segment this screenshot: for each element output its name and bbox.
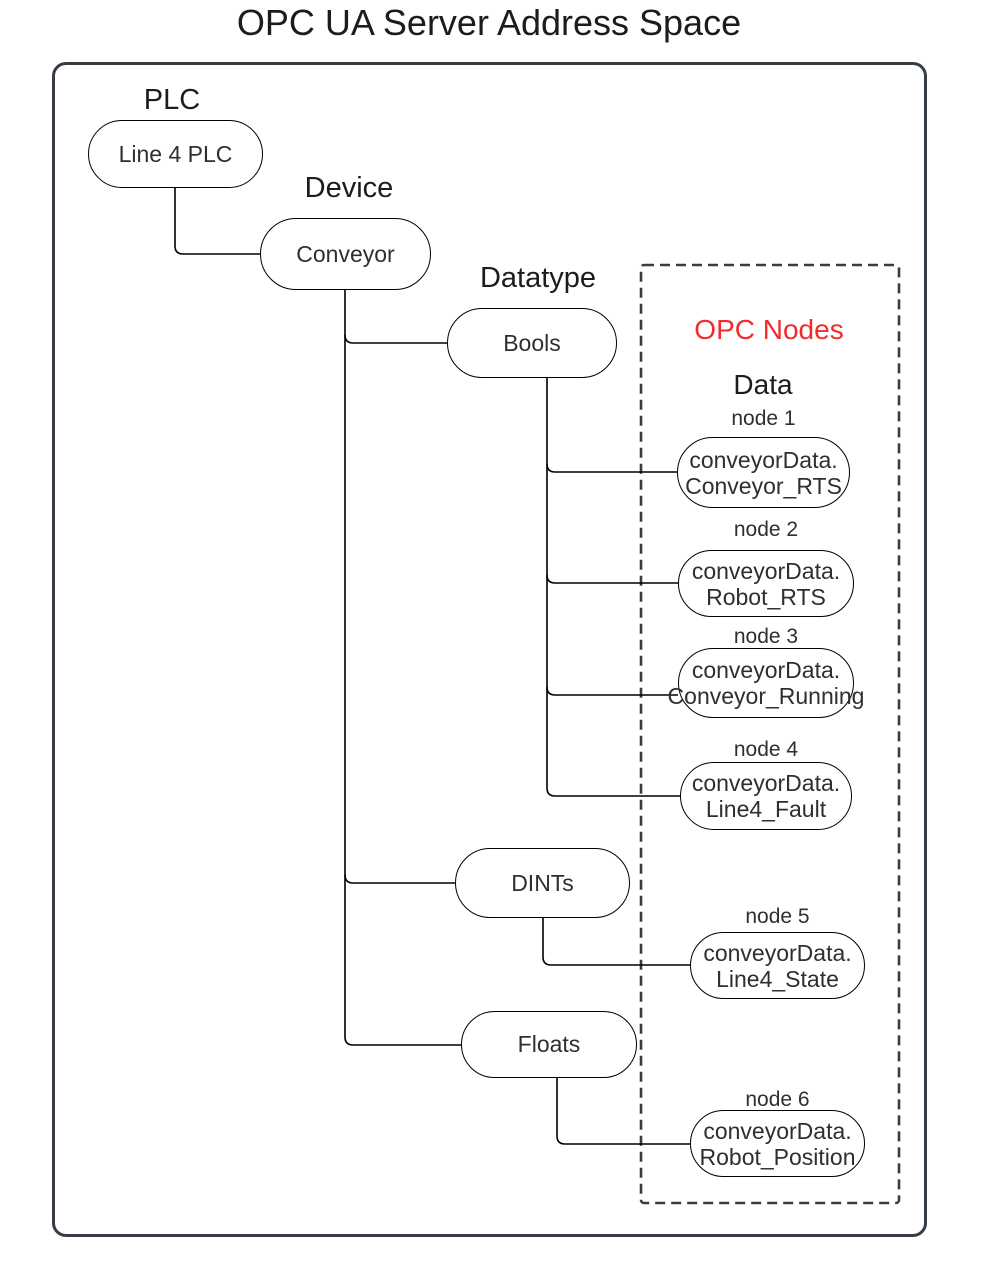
datatype-node-floats: Floats — [461, 1011, 637, 1078]
node-6-label: node 6 — [745, 1088, 810, 1111]
datatype-node-bools: Bools — [447, 308, 617, 378]
plc-node: Line 4 PLC — [88, 120, 263, 188]
node-1-name-line2: Conveyor_RTS — [685, 472, 842, 499]
node-2-name-line2: Robot_RTS — [706, 583, 826, 610]
diagram-title: OPC UA Server Address Space — [236, 2, 742, 43]
node-1-label: node 1 — [731, 407, 796, 430]
datatype-group-label: Datatype — [479, 262, 597, 294]
data-group-label: Data — [733, 369, 793, 400]
connector-branch-node2 — [546, 574, 678, 584]
address-space-frame — [52, 62, 927, 1237]
node-4-pill: conveyorData. Line4_Fault — [680, 762, 852, 830]
node-4-name-line2: Line4_Fault — [705, 796, 827, 822]
connector-floats-node6 — [556, 1078, 690, 1145]
connector-conveyor-trunk-floats — [344, 290, 463, 1046]
node-3-name-line2: Conveyor_Running — [667, 683, 865, 709]
datatype-node-dints: DINTs — [455, 848, 630, 918]
device-node: Conveyor — [260, 218, 431, 290]
connector-branch-dints — [344, 874, 455, 884]
connector-branch-bools — [344, 334, 447, 344]
connector-plc-conveyor — [174, 188, 260, 255]
node-1-pill: conveyorData. Conveyor_RTS — [677, 437, 850, 508]
node-1-name-line1: conveyorData. — [689, 446, 838, 473]
node-6-name-line2: Robot_Position — [699, 1143, 856, 1170]
device-group-label: Device — [304, 172, 394, 204]
node-5-name-line2: Line4_State — [716, 965, 839, 992]
node-3-pill: conveyorData. Conveyor_Running — [668, 648, 864, 718]
node-5-label: node 5 — [745, 905, 810, 928]
node-2-label: node 2 — [733, 518, 799, 541]
node-4-name-line1: conveyorData. — [691, 770, 841, 796]
opc-nodes-boundary — [639, 263, 901, 1205]
node-5-name-line1: conveyorData. — [703, 939, 852, 966]
node-5-pill: conveyorData. Line4_State — [690, 932, 865, 999]
connector-branch-node1 — [546, 463, 677, 473]
node-6-pill: conveyorData. Robot_Position — [690, 1110, 865, 1177]
opc-nodes-title: OPC Nodes — [694, 314, 844, 345]
plc-group-label: PLC — [143, 84, 201, 116]
node-3-label: node 3 — [733, 625, 799, 648]
connector-branch-node3 — [546, 686, 678, 696]
node-2-pill: conveyorData. Robot_RTS — [678, 550, 854, 617]
node-4-label: node 4 — [733, 738, 799, 761]
connector-bools-trunk-node4 — [546, 378, 680, 797]
node-3-name-line1: conveyorData. — [691, 657, 841, 683]
node-2-name-line1: conveyorData. — [691, 557, 841, 584]
node-6-name-line1: conveyorData. — [703, 1117, 852, 1144]
connector-dints-node5 — [542, 918, 690, 966]
